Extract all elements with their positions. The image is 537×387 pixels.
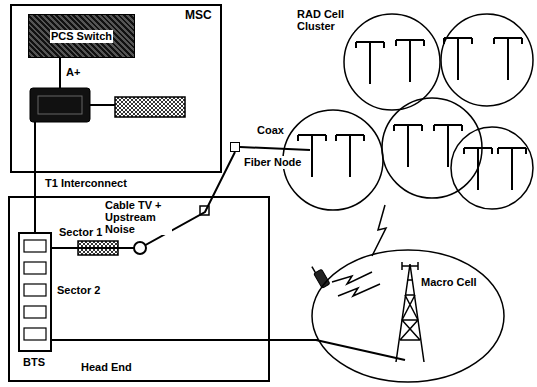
- connector: [34, 173, 36, 232]
- bts-modules: [24, 240, 46, 340]
- t1-wire: [34, 122, 36, 173]
- drawing-part: [394, 125, 422, 167]
- drawing-part: [338, 284, 380, 296]
- node-label: MSC: [184, 9, 213, 22]
- node-label: BTS: [22, 356, 46, 369]
- drawing-part: [344, 14, 440, 110]
- drawing-part: [494, 38, 522, 80]
- drawing-part: [434, 125, 462, 167]
- bts-rack: BTS: [18, 232, 52, 352]
- drawing-part: [332, 272, 372, 284]
- part-label: RAD Cell Cluster: [296, 8, 354, 32]
- connector-label: T1 Interconnect: [44, 177, 128, 189]
- part-label: Coax: [256, 124, 285, 136]
- rad-antenna-poles: [298, 38, 526, 190]
- node-label: PCS Switch: [50, 30, 113, 43]
- interface-detail: [38, 96, 82, 114]
- connector: [52, 152, 235, 248]
- coax-wire: [240, 147, 310, 150]
- node-label: Head End: [80, 361, 133, 374]
- drawing-part: [402, 262, 418, 270]
- macro-feed: [316, 340, 405, 360]
- cell-outline: [310, 248, 506, 384]
- drawing-part: [356, 42, 384, 84]
- drawing-part: [24, 262, 46, 274]
- drawing-part: [372, 205, 386, 256]
- drawing-part: [441, 14, 533, 106]
- drawing-part: [396, 40, 424, 82]
- node-label: Fiber Node: [243, 156, 302, 169]
- drawing-part: [24, 306, 46, 318]
- radio-bolts: [332, 205, 386, 296]
- node-label: Macro Cell: [420, 276, 478, 289]
- interface-unit: [30, 88, 90, 122]
- hatched-unit: [115, 97, 185, 117]
- interface-wire: [90, 104, 115, 106]
- drawing-part: [314, 269, 330, 288]
- switch-box: PCS Switch: [28, 14, 135, 58]
- handset: [310, 263, 330, 288]
- part-label: Sector 2: [56, 284, 101, 296]
- drawing-part: [498, 148, 526, 190]
- part-label: A+: [65, 66, 81, 78]
- drawing-part: [464, 148, 492, 190]
- drawing-part: [24, 328, 46, 340]
- part-label: Cable TV + Upstream Noise: [104, 199, 172, 235]
- msc-box: PCS Switch MSC: [10, 4, 222, 173]
- drawing-part: [24, 240, 46, 252]
- cell-ellipse: [312, 250, 504, 382]
- drawing-part: [312, 267, 316, 273]
- part-label: Sector 1: [58, 226, 103, 238]
- drawing-part: [451, 127, 533, 209]
- drawing-part: [336, 135, 364, 177]
- macro-cell: Macro Cell: [310, 248, 506, 384]
- fiber-node: Fiber Node: [230, 142, 240, 152]
- drawing-part: [400, 280, 420, 340]
- rad-cell-circles: [283, 14, 533, 210]
- drawing-part: [24, 284, 46, 296]
- coupler: [134, 242, 146, 254]
- connector: [52, 339, 319, 341]
- a-plus-link: [59, 58, 61, 88]
- drawing-part: [444, 38, 472, 80]
